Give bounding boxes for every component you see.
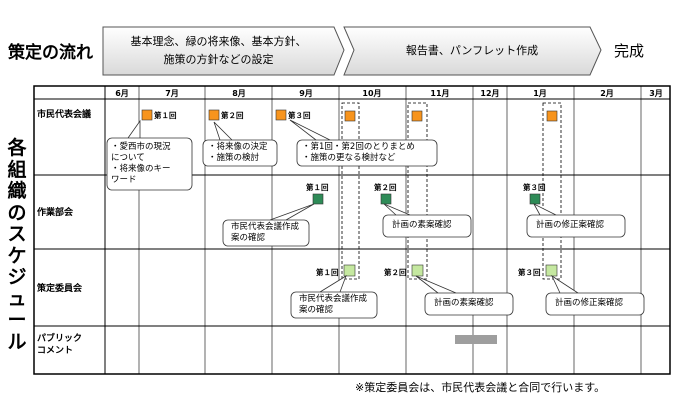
citizen-meeting-marker xyxy=(141,109,153,121)
milestone-label: 第２回 xyxy=(221,111,244,120)
callout-b1 xyxy=(106,119,193,191)
working-group-marker xyxy=(380,193,392,205)
flow-done: 完成 xyxy=(614,42,645,60)
row-label-public-line: コメント xyxy=(37,346,74,356)
flow-title: 策定の流れ xyxy=(8,43,93,63)
joint-frame xyxy=(542,102,562,280)
citizen-meeting-marker xyxy=(344,110,356,122)
callout-b7 xyxy=(290,275,378,319)
callout-line: 市民代表会議作成 xyxy=(299,294,368,304)
committee-marker xyxy=(411,264,424,277)
month-label: 9月 xyxy=(299,89,313,98)
citizen-meeting-marker xyxy=(546,110,558,122)
side-char: ュ xyxy=(7,287,27,310)
callout-line: 計画の素案確認 xyxy=(392,220,452,230)
month-label: 6月 xyxy=(115,89,129,98)
side-char: 組 xyxy=(7,158,27,181)
side-char: の xyxy=(7,201,27,224)
milestone-label: 第３回 xyxy=(518,268,541,277)
footnote: ※策定委員会は、市民代表会議と合同で行います。 xyxy=(355,381,606,394)
committee-marker xyxy=(545,264,558,277)
callout-b2 xyxy=(202,121,278,167)
callout-text: ・将来像の決定 ・施策の検討 xyxy=(208,142,268,164)
side-char: 各 xyxy=(7,137,27,159)
callout-line: 案の確認 xyxy=(231,233,266,243)
callout-line: 計画の修正案確認 xyxy=(555,298,624,308)
row-label-public-line: パブリック xyxy=(37,334,83,344)
schedule-side-title: 各 組 織 の ス ケ ジ ュ ー ル xyxy=(4,137,30,353)
row-label-working: 作業部会 xyxy=(37,208,74,218)
callout-line: ・施策の更なる検討など xyxy=(302,153,396,163)
flow-arrows xyxy=(102,26,602,76)
milestone-label: 第２回 xyxy=(384,268,407,277)
side-char: ス xyxy=(7,223,27,245)
citizen-meeting-marker xyxy=(411,110,423,122)
flow-step2-arrow xyxy=(343,26,602,76)
row-label-public: パブリック コメント xyxy=(37,333,82,357)
callout-b4 xyxy=(222,203,315,247)
callout-b5 xyxy=(382,203,472,238)
public-comment-bar xyxy=(455,335,497,344)
callout-line: ・愛西市の現況 xyxy=(111,142,171,152)
month-label: 3月 xyxy=(649,89,663,98)
callout-line: 市民代表会議作成 xyxy=(231,222,300,232)
milestone-label: 第１回 xyxy=(154,111,177,120)
callout-line: について xyxy=(111,153,145,163)
callout-line: ・第1回・第2回のとりまとめ xyxy=(302,142,415,152)
month-label: 2月 xyxy=(600,89,614,98)
working-group-marker xyxy=(529,193,541,205)
milestone-label: 第１回 xyxy=(316,268,339,277)
row-label-committee: 策定委員会 xyxy=(37,284,83,294)
milestone-label: 第３回 xyxy=(523,183,546,192)
callout-line: ・将来像のキー xyxy=(111,164,171,174)
month-label: 12月 xyxy=(480,89,500,98)
row-label-citizen: 市民代表会議 xyxy=(37,110,92,120)
working-group-marker xyxy=(312,193,324,205)
side-char: ジ xyxy=(7,266,27,288)
callout-line: 計画の修正案確認 xyxy=(536,220,605,230)
callout-text: 市民代表会議作成 案の確認 xyxy=(231,222,299,244)
month-label: 11月 xyxy=(430,89,450,98)
side-char: ケ xyxy=(7,244,27,267)
callout-line: 案の確認 xyxy=(299,305,334,315)
callout-text: 計画の修正案確認 xyxy=(536,220,604,231)
callout-b9 xyxy=(545,274,645,316)
callout-line: ワード xyxy=(111,175,137,185)
month-label: 10月 xyxy=(362,89,382,98)
callout-b6 xyxy=(526,203,626,238)
milestone-label: 第２回 xyxy=(374,183,397,192)
side-char: ー xyxy=(7,309,27,331)
citizen-meeting-marker xyxy=(275,109,287,121)
flow-step1-arrow xyxy=(102,26,345,76)
callout-b8 xyxy=(415,275,514,316)
flow-step1: 基本理念、緑の将来像、基本方針、 施策の方針などの設定 xyxy=(103,33,334,69)
callout-text: ・第1回・第2回のとりまとめ ・施策の更なる検討など xyxy=(302,142,415,164)
joint-frame xyxy=(407,102,428,280)
month-label: 7月 xyxy=(165,89,179,98)
callout-line: ・施策の検討 xyxy=(208,153,260,163)
month-label: 8月 xyxy=(232,89,246,98)
citizen-meeting-marker xyxy=(208,109,220,121)
callout-text: 計画の修正案確認 xyxy=(555,298,623,309)
callout-line: 計画の素案確認 xyxy=(434,298,494,308)
callout-line: ・将来像の決定 xyxy=(208,142,268,152)
side-char: ル xyxy=(7,330,27,353)
flow-step2: 報告書、パンフレット作成 xyxy=(405,44,539,57)
flow-step1-line2: 施策の方針などの設定 xyxy=(163,53,274,66)
milestone-label: 第１回 xyxy=(306,183,329,192)
callout-text: ・愛西市の現況 について ・将来像のキー ワード xyxy=(111,142,171,186)
flow-step1-line1: 基本理念、緑の将来像、基本方針、 xyxy=(130,35,307,48)
callout-b3 xyxy=(289,119,438,167)
callout-text: 市民代表会議作成 案の確認 xyxy=(299,294,367,316)
callout-text: 計画の素案確認 xyxy=(434,298,494,309)
committee-marker xyxy=(343,264,356,277)
side-char: 織 xyxy=(7,180,27,202)
milestone-label: 第３回 xyxy=(288,111,311,120)
month-label: 1月 xyxy=(533,89,547,98)
callout-text: 計画の素案確認 xyxy=(392,220,452,231)
joint-frame xyxy=(341,102,360,280)
